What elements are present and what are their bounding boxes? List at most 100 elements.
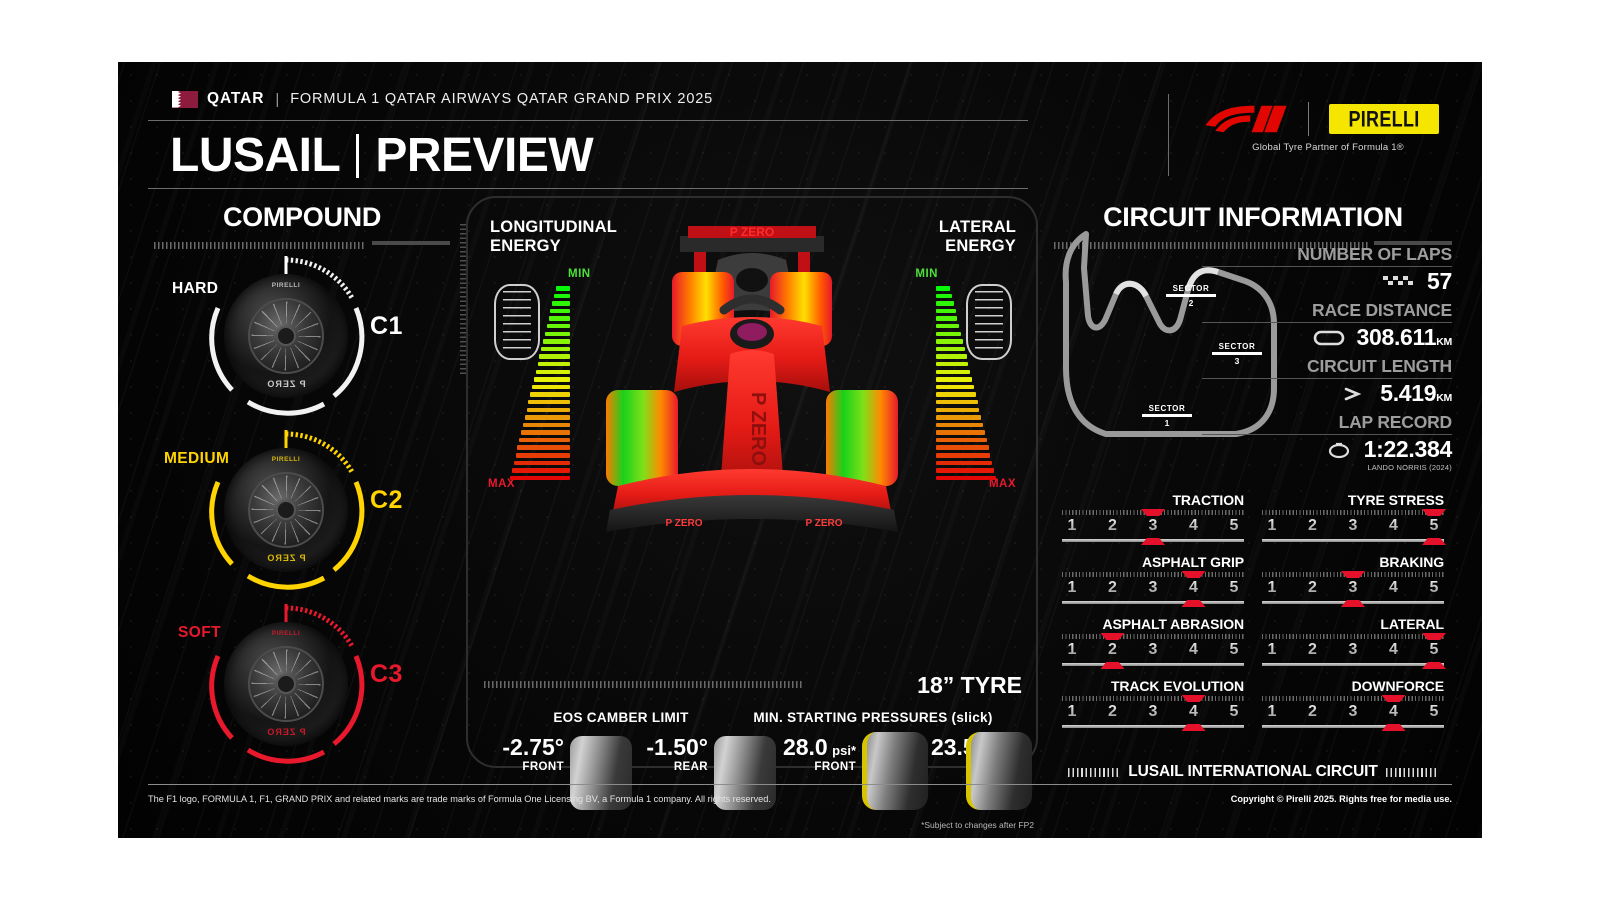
rating-baseline <box>1262 663 1444 666</box>
energy-gauge-bar <box>936 323 960 329</box>
rating-number: 5 <box>1424 703 1444 721</box>
rating-number: 1 <box>1062 703 1082 721</box>
stat-value: 1:22.384 <box>1363 436 1453 462</box>
energy-gauge-bar <box>513 460 570 466</box>
circuit-name-banner: LUSAIL INTERNATIONAL CIRCUIT <box>1054 762 1452 782</box>
rating-marker-bottom <box>1422 662 1446 669</box>
pressure-footnote: *Subject to changes after FP2 <box>921 820 1034 830</box>
rating-number: 1 <box>1262 517 1282 535</box>
rating-marker-bottom <box>1341 600 1365 607</box>
rating-marker-top <box>1181 695 1206 702</box>
tyre-graphic-hard: PIRELLI P ZERO <box>224 274 348 398</box>
rating-baseline <box>1262 539 1444 542</box>
energy-gauge-bar <box>510 475 570 481</box>
rating-number: 1 <box>1262 579 1282 597</box>
sector-label-3: SECTOR 3 <box>1212 342 1262 366</box>
stat-label: CIRCUIT LENGTH <box>1307 356 1452 376</box>
energy-gauge-bar <box>936 301 954 306</box>
stat-value-group: 308.611KM <box>1356 324 1452 351</box>
rating-tick-row <box>1062 696 1244 701</box>
rating-number: 3 <box>1143 703 1163 721</box>
rating-marker-top <box>1341 571 1365 578</box>
chequered-flag-icon <box>1383 275 1414 285</box>
camber-rear-tyre-icon <box>714 736 776 810</box>
rating-marker-top <box>1422 633 1446 640</box>
longitudinal-energy-title: LONGITUDINAL ENERGY <box>490 218 618 255</box>
rating-number: 4 <box>1384 517 1404 535</box>
rating-number: 2 <box>1103 703 1123 721</box>
energy-gauge-bar <box>936 346 965 352</box>
rating-number: 4 <box>1384 579 1404 597</box>
rating-tick-row <box>1062 572 1244 577</box>
poster-panel: QATAR | FORMULA 1 QATAR AIRWAYS QATAR GR… <box>118 62 1482 838</box>
energy-gauge-bar <box>532 384 570 390</box>
rating-number: 4 <box>1184 703 1204 721</box>
logo-divider-middle <box>1308 102 1309 136</box>
energy-gauge-bar <box>936 308 956 314</box>
compound-label-soft: SOFT <box>178 624 221 641</box>
rating-number: 3 <box>1143 641 1163 659</box>
tyre18-section: 18” TYRE EOS CAMBER LIMIT -2.75° FRONT -… <box>466 670 1038 838</box>
qatar-flag-icon <box>172 90 198 108</box>
rating-tick-row <box>1262 696 1444 701</box>
energy-gauge-bar <box>936 445 989 450</box>
rating-marker-bottom <box>1381 724 1406 731</box>
rating-baseline <box>1062 725 1244 728</box>
rating-marker-top <box>1181 571 1206 578</box>
energy-gauge-bar <box>936 422 984 428</box>
compound-code-soft: C3 <box>370 660 403 688</box>
track-loop-icon <box>1314 330 1345 345</box>
footer-rule <box>148 784 1452 785</box>
svg-text:P ZERO: P ZERO <box>665 518 702 529</box>
pressure-front-axle: FRONT <box>814 761 856 773</box>
circuit-section: CIRCUIT INFORMATION SECTOR 1 SECTOR <box>1054 202 1452 782</box>
rating-number: 4 <box>1184 641 1204 659</box>
compound-label-medium: MEDIUM <box>164 450 230 467</box>
longitudinal-max-label: MAX <box>488 478 516 490</box>
rating-number: 5 <box>1224 517 1244 535</box>
compound-code-medium: C2 <box>370 486 403 514</box>
compound-code-hard: C1 <box>370 312 403 340</box>
header-event-name: FORMULA 1 QATAR AIRWAYS QATAR GRAND PRIX… <box>290 91 714 107</box>
rating-number: 2 <box>1103 517 1123 535</box>
camber-heading: EOS CAMBER LIMIT <box>553 710 689 725</box>
energy-gauge-bar <box>522 422 570 428</box>
sector-label-1: SECTOR 1 <box>1142 404 1192 428</box>
compound-ring-hard <box>209 256 365 416</box>
energy-gauge-bar <box>936 468 995 473</box>
camber-rear-value: -1.50° <box>646 734 708 760</box>
logo-divider-left <box>1168 94 1169 176</box>
stat-unit: KM <box>1436 392 1452 404</box>
pressure-front-value: 28.0 <box>782 734 828 760</box>
sector-label-2: SECTOR 2 <box>1166 284 1216 308</box>
energy-gauge-bar <box>528 399 570 405</box>
tyre18-rule <box>484 678 804 688</box>
rating-label: TRACTION <box>1172 492 1244 508</box>
circuit-section-title: CIRCUIT INFORMATION <box>1103 202 1403 232</box>
energy-gauge-bar <box>936 331 962 337</box>
header: QATAR | FORMULA 1 QATAR AIRWAYS QATAR GR… <box>148 84 1028 194</box>
rating-tick-row <box>1262 634 1444 639</box>
rating-marker-top <box>1141 509 1165 516</box>
stat-label: NUMBER OF LAPS <box>1297 244 1452 264</box>
rating-number: 2 <box>1103 579 1123 597</box>
rating-number: 3 <box>1343 579 1363 597</box>
rating-number: 4 <box>1184 517 1204 535</box>
rating-tick-row <box>1062 634 1244 639</box>
rating-number: 1 <box>1262 641 1282 659</box>
rating-number: 5 <box>1224 703 1244 721</box>
camber-front-tyre-icon <box>570 736 632 810</box>
header-rule-bottom <box>148 188 1028 189</box>
